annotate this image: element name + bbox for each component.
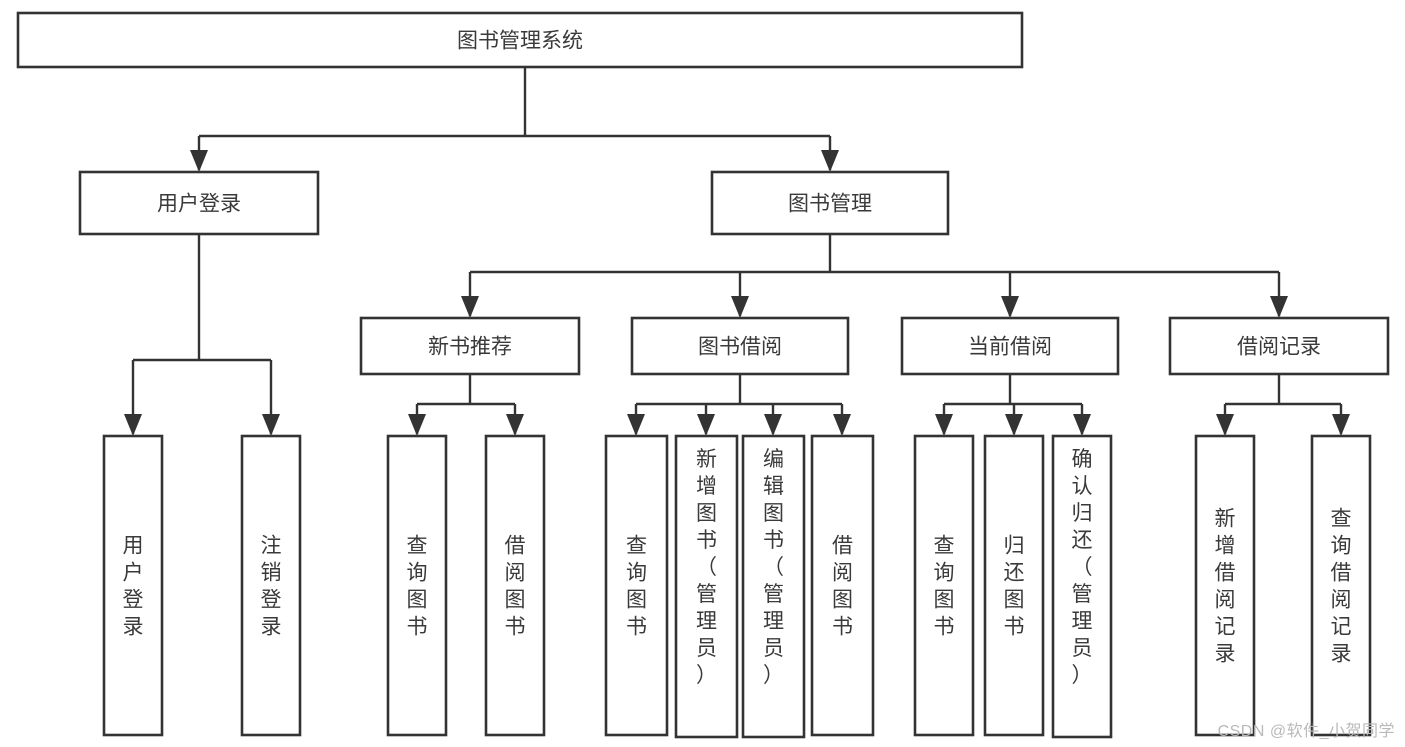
node-box-leaf-add-book[interactable] [674,434,739,739]
arrow-head-icon [627,414,645,436]
connector-group-new-book-rec-bus [408,374,524,436]
node-box-leaf-confirm-return[interactable] [1051,434,1113,739]
arrow-head-icon [262,414,280,436]
node-leaf-add-book[interactable]: 新增图书（管理员） [674,434,739,739]
node-book-manage[interactable]: 图书管理 [710,170,950,236]
node-leaf-add-record[interactable]: 新增借阅记录 [1194,434,1256,737]
node-box-leaf-borrow-book-1[interactable] [484,434,546,737]
arrow-head-icon [1073,414,1091,436]
node-label-user-login: 用户登录 [157,193,241,216]
arrow-head-icon [697,414,715,436]
node-book-borrow[interactable]: 图书借阅 [630,316,850,376]
node-box-book-manage[interactable] [710,170,950,236]
arrow-head-icon [506,414,524,436]
arrow-head-icon [1216,414,1234,436]
node-label-book-borrow: 图书借阅 [698,336,782,359]
node-box-root[interactable] [16,11,1024,69]
node-label-leaf-user-login: 用户登录 [123,535,144,639]
node-user-login[interactable]: 用户登录 [78,170,320,236]
node-current-borrow[interactable]: 当前借阅 [900,316,1120,376]
node-label-leaf-borrow-book-2: 借阅图书 [832,535,853,639]
arrow-head-icon [821,150,839,172]
node-root[interactable]: 图书管理系统 [16,11,1024,69]
node-leaf-query-book-2[interactable]: 查询图书 [604,434,669,737]
connector-lines [124,67,1350,436]
node-label-leaf-add-book: 新增图书（管理员） [696,448,717,687]
node-label-leaf-borrow-book-1: 借阅图书 [505,535,526,639]
node-leaf-return-book[interactable]: 归还图书 [983,434,1045,737]
arrow-head-icon [124,414,142,436]
arrow-head-icon [833,414,851,436]
node-label-leaf-query-book-3: 查询图书 [934,535,955,639]
node-box-borrow-record[interactable] [1168,316,1390,376]
node-box-user-login[interactable] [78,170,320,236]
node-label-root: 图书管理系统 [457,30,583,53]
node-box-leaf-query-book-1[interactable] [386,434,448,737]
arrow-head-icon [1270,296,1288,318]
node-box-leaf-query-book-3[interactable] [913,434,975,737]
arrow-head-icon [935,414,953,436]
node-box-leaf-add-record[interactable] [1194,434,1256,737]
node-label-leaf-query-book-1: 查询图书 [407,535,428,639]
node-new-book-rec[interactable]: 新书推荐 [359,316,581,376]
node-box-leaf-return-book[interactable] [983,434,1045,737]
connector-group-book-manage-bus [461,234,1288,318]
connector-group-borrow-record-bus [1216,374,1350,436]
node-leaf-query-book-1[interactable]: 查询图书 [386,434,448,737]
node-box-current-borrow[interactable] [900,316,1120,376]
node-leaf-query-book-3[interactable]: 查询图书 [913,434,975,737]
connector-group-current-borrow-bus [935,374,1091,436]
node-label-leaf-return-book: 归还图书 [1004,535,1025,639]
node-box-leaf-logout[interactable] [240,434,302,737]
node-box-leaf-borrow-book-2[interactable] [810,434,875,737]
connector-group-user-login-bus [124,234,280,436]
node-box-leaf-edit-book[interactable] [741,434,806,739]
node-label-leaf-confirm-return: 确认归还（管理员） [1072,448,1093,687]
arrow-head-icon [190,150,208,172]
node-label-leaf-query-record: 查询借阅记录 [1331,508,1352,666]
node-leaf-user-login[interactable]: 用户登录 [102,434,164,737]
node-leaf-logout[interactable]: 注销登录 [240,434,302,737]
node-box-leaf-query-record[interactable] [1310,434,1372,737]
arrow-head-icon [461,296,479,318]
arrow-head-icon [764,414,782,436]
connector-group-book-borrow-bus [627,374,851,436]
node-box-leaf-user-login[interactable] [102,434,164,737]
node-borrow-record[interactable]: 借阅记录 [1168,316,1390,376]
node-box-book-borrow[interactable] [630,316,850,376]
node-leaf-borrow-book-2[interactable]: 借阅图书 [810,434,875,737]
node-label-borrow-record: 借阅记录 [1237,336,1321,359]
arrow-head-icon [1332,414,1350,436]
arrow-head-icon [731,296,749,318]
node-leaf-confirm-return[interactable]: 确认归还（管理员） [1051,434,1113,739]
node-box-new-book-rec[interactable] [359,316,581,376]
node-label-leaf-add-record: 新增借阅记录 [1215,508,1236,666]
node-leaf-query-record[interactable]: 查询借阅记录 [1310,434,1372,737]
arrow-head-icon [408,414,426,436]
node-label-current-borrow: 当前借阅 [968,336,1052,359]
arrow-head-icon [1001,296,1019,318]
node-label-leaf-query-book-2: 查询图书 [626,535,647,639]
connector-group-root-bus [190,67,839,172]
arrow-head-icon [1005,414,1023,436]
node-label-leaf-edit-book: 编辑图书（管理员） [763,448,784,687]
node-label-book-manage: 图书管理 [788,193,872,216]
node-boxes: 图书管理系统用户登录图书管理新书推荐图书借阅当前借阅借阅记录用户登录注销登录查询… [16,11,1390,739]
node-label-new-book-rec: 新书推荐 [428,336,512,359]
node-leaf-edit-book[interactable]: 编辑图书（管理员） [741,434,806,739]
node-label-leaf-logout: 注销登录 [261,535,282,639]
node-box-leaf-query-book-2[interactable] [604,434,669,737]
node-leaf-borrow-book-1[interactable]: 借阅图书 [484,434,546,737]
